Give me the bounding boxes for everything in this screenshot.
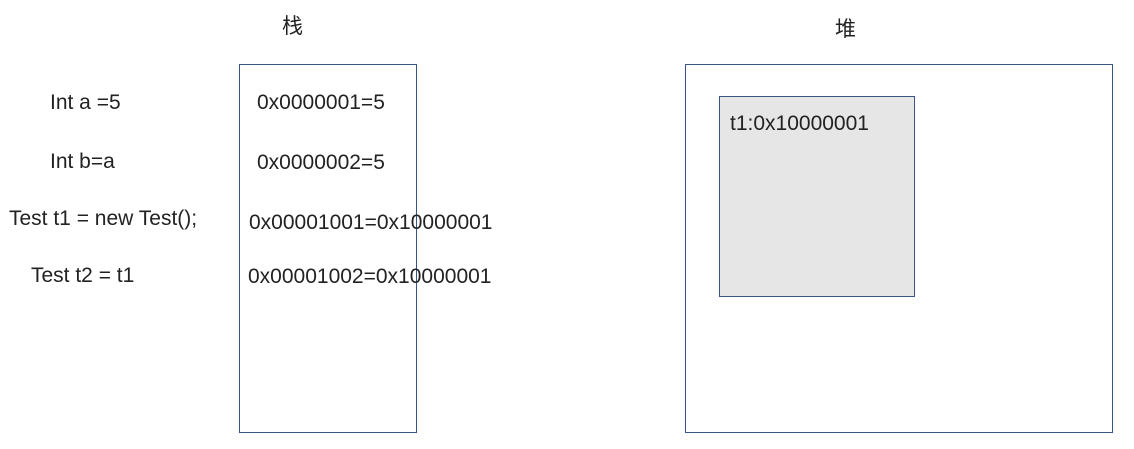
heap-object-label: t1:0x10000001	[730, 112, 869, 135]
stack-slot-b: 0x0000002=5	[257, 151, 385, 174]
stack-title: 栈	[282, 14, 303, 38]
stack-memory-box	[239, 64, 417, 433]
code-line-test-t2: Test t2 = t1	[31, 264, 135, 287]
heap-object-box	[719, 96, 915, 297]
code-line-int-b: Int b=a	[50, 150, 115, 173]
heap-memory-box	[685, 64, 1113, 433]
stack-slot-t1: 0x00001001=0x10000001	[249, 211, 493, 234]
stack-slot-a: 0x0000001=5	[257, 91, 385, 114]
heap-title: 堆	[835, 17, 856, 41]
stack-slot-t2: 0x00001002=0x10000001	[248, 265, 492, 288]
code-line-test-t1: Test t1 = new Test();	[9, 207, 198, 230]
code-line-int-a: Int a =5	[50, 91, 121, 114]
